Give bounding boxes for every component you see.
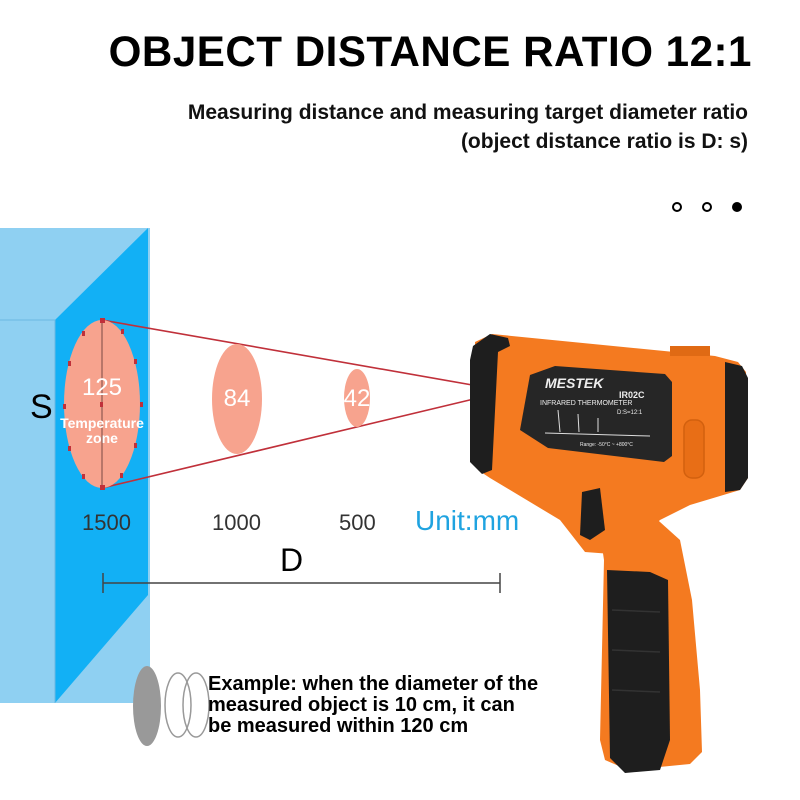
distance-label-1000: 1000 [212, 510, 261, 535]
spot-42-value: 42 [343, 385, 371, 412]
example-line-2: measured object is 10 cm, it can [208, 694, 515, 716]
spot-84 [212, 344, 262, 454]
example-rings-icon [133, 666, 210, 746]
subtitle-line-1: Measuring distance and measuring target … [187, 101, 748, 124]
distance-label-500: 500 [339, 510, 376, 535]
device-ratio: D:S=12:1 [617, 410, 643, 416]
subtitle: Measuring distance and measuring target … [188, 98, 748, 156]
subtitle-line-2: (object distance ratio is D: s) [460, 130, 748, 153]
example-line-1: Example: when the diameter of the [208, 673, 539, 695]
device-brand: MESTEK [545, 375, 604, 391]
example-text: Example: when the diameter of the measur… [208, 674, 608, 737]
s-label: S [30, 388, 53, 426]
d-label: D [280, 542, 304, 578]
carousel-dot-1[interactable] [672, 202, 682, 212]
spot-125 [63, 318, 143, 490]
device-range: Range: -50°C ~ +800°C [580, 442, 633, 448]
example-line-3: be measured within 120 cm [208, 715, 469, 737]
spot-42 [344, 369, 370, 427]
carousel-dot-3-active[interactable] [732, 202, 742, 212]
zone-label-line-2: zone [86, 430, 118, 446]
temperature-zone-label: Temperature zone [52, 416, 152, 446]
distance-dimension-line [102, 573, 501, 593]
device-model: IR02C [619, 390, 645, 400]
spot-84-value: 84 [223, 385, 251, 412]
page-title: OBJECT DISTANCE RATIO 12:1 [108, 28, 752, 76]
zone-label-line-1: Temperature [60, 415, 144, 431]
infrared-thermometer-device: MESTEK IR02C INFRARED THERMOMETER D:S=12… [470, 334, 748, 773]
laser-beam-cone [101, 319, 479, 489]
spot-125-value: 125 [81, 374, 123, 401]
carousel-dot-2[interactable] [702, 202, 712, 212]
distance-label-1500: 1500 [82, 510, 131, 535]
carousel-pagination [672, 202, 742, 212]
device-type: INFRARED THERMOMETER [540, 400, 632, 407]
unit-label: Unit:mm [415, 505, 520, 536]
